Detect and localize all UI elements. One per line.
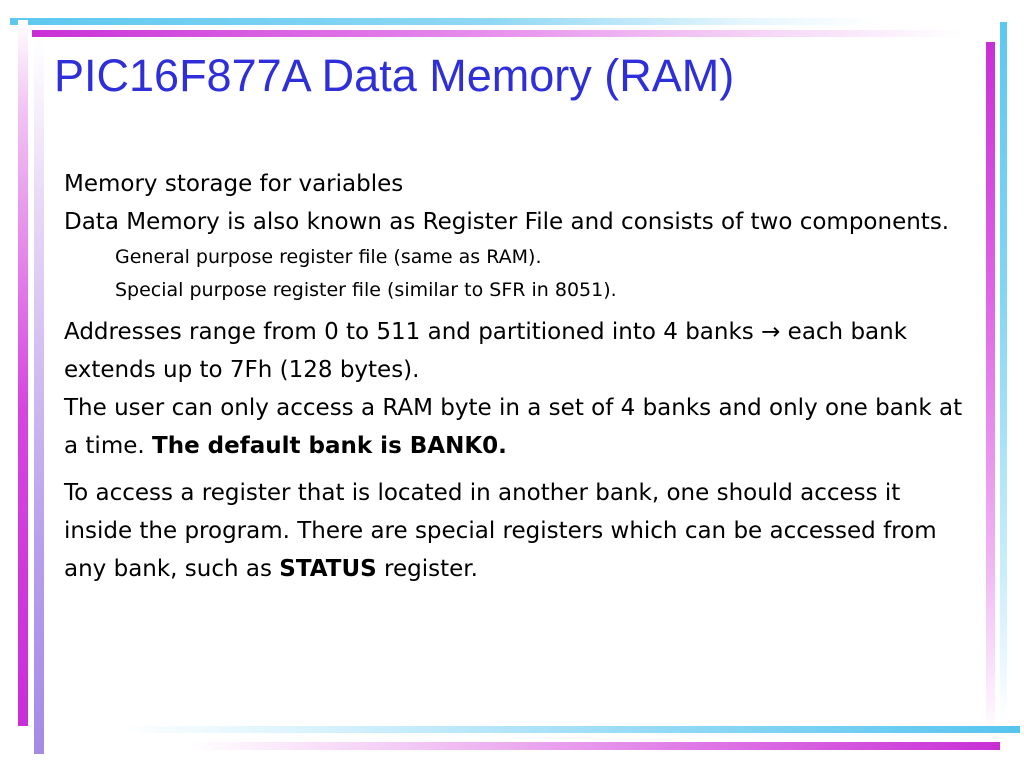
slide-body: Memory storage for variables Data Memory… bbox=[64, 165, 969, 588]
body-paragraph-other-bank: To access a register that is located in … bbox=[64, 474, 969, 588]
body-line-register-file: Data Memory is also known as Register Fi… bbox=[64, 209, 950, 235]
frame-bar-right-cyan bbox=[1000, 22, 1007, 722]
body-paragraph-bank-access: The user can only access a RAM byte in a… bbox=[64, 389, 969, 465]
body-line-variables: Memory storage for variables bbox=[64, 171, 404, 197]
frame-bar-left-pink bbox=[18, 20, 28, 726]
sub-item-special-purpose: Special purpose register file (similar t… bbox=[115, 279, 617, 301]
sub-item-general-purpose: General purpose register file (same as R… bbox=[115, 246, 542, 268]
right-arrow-icon: → bbox=[761, 319, 781, 345]
slide-title: PIC16F877A Data Memory (RAM) bbox=[54, 50, 735, 101]
body-paragraph-addresses: Addresses range from 0 to 511 and partit… bbox=[64, 313, 969, 389]
addresses-text: Addresses range from 0 to 511 and partit… bbox=[64, 319, 762, 345]
status-register-term: STATUS bbox=[279, 556, 377, 582]
frame-bar-top-pink bbox=[32, 30, 962, 37]
frame-bar-bottom-cyan bbox=[120, 726, 1020, 733]
addresses-text-cont: each bank extends up to 7Fh (128 bytes). bbox=[64, 319, 908, 383]
other-bank-text-end: register. bbox=[376, 556, 478, 582]
frame-bar-top-cyan bbox=[10, 18, 880, 25]
other-bank-text: To access a register that is located in … bbox=[64, 480, 937, 582]
bank-access-text: The user can only access a RAM byte in a… bbox=[64, 395, 963, 459]
frame-bar-bottom-pink bbox=[190, 742, 1000, 750]
default-bank-note: The default bank is BANK0. bbox=[152, 433, 507, 459]
frame-bar-right-pink bbox=[986, 42, 995, 736]
frame-bar-left-violet bbox=[34, 40, 44, 754]
